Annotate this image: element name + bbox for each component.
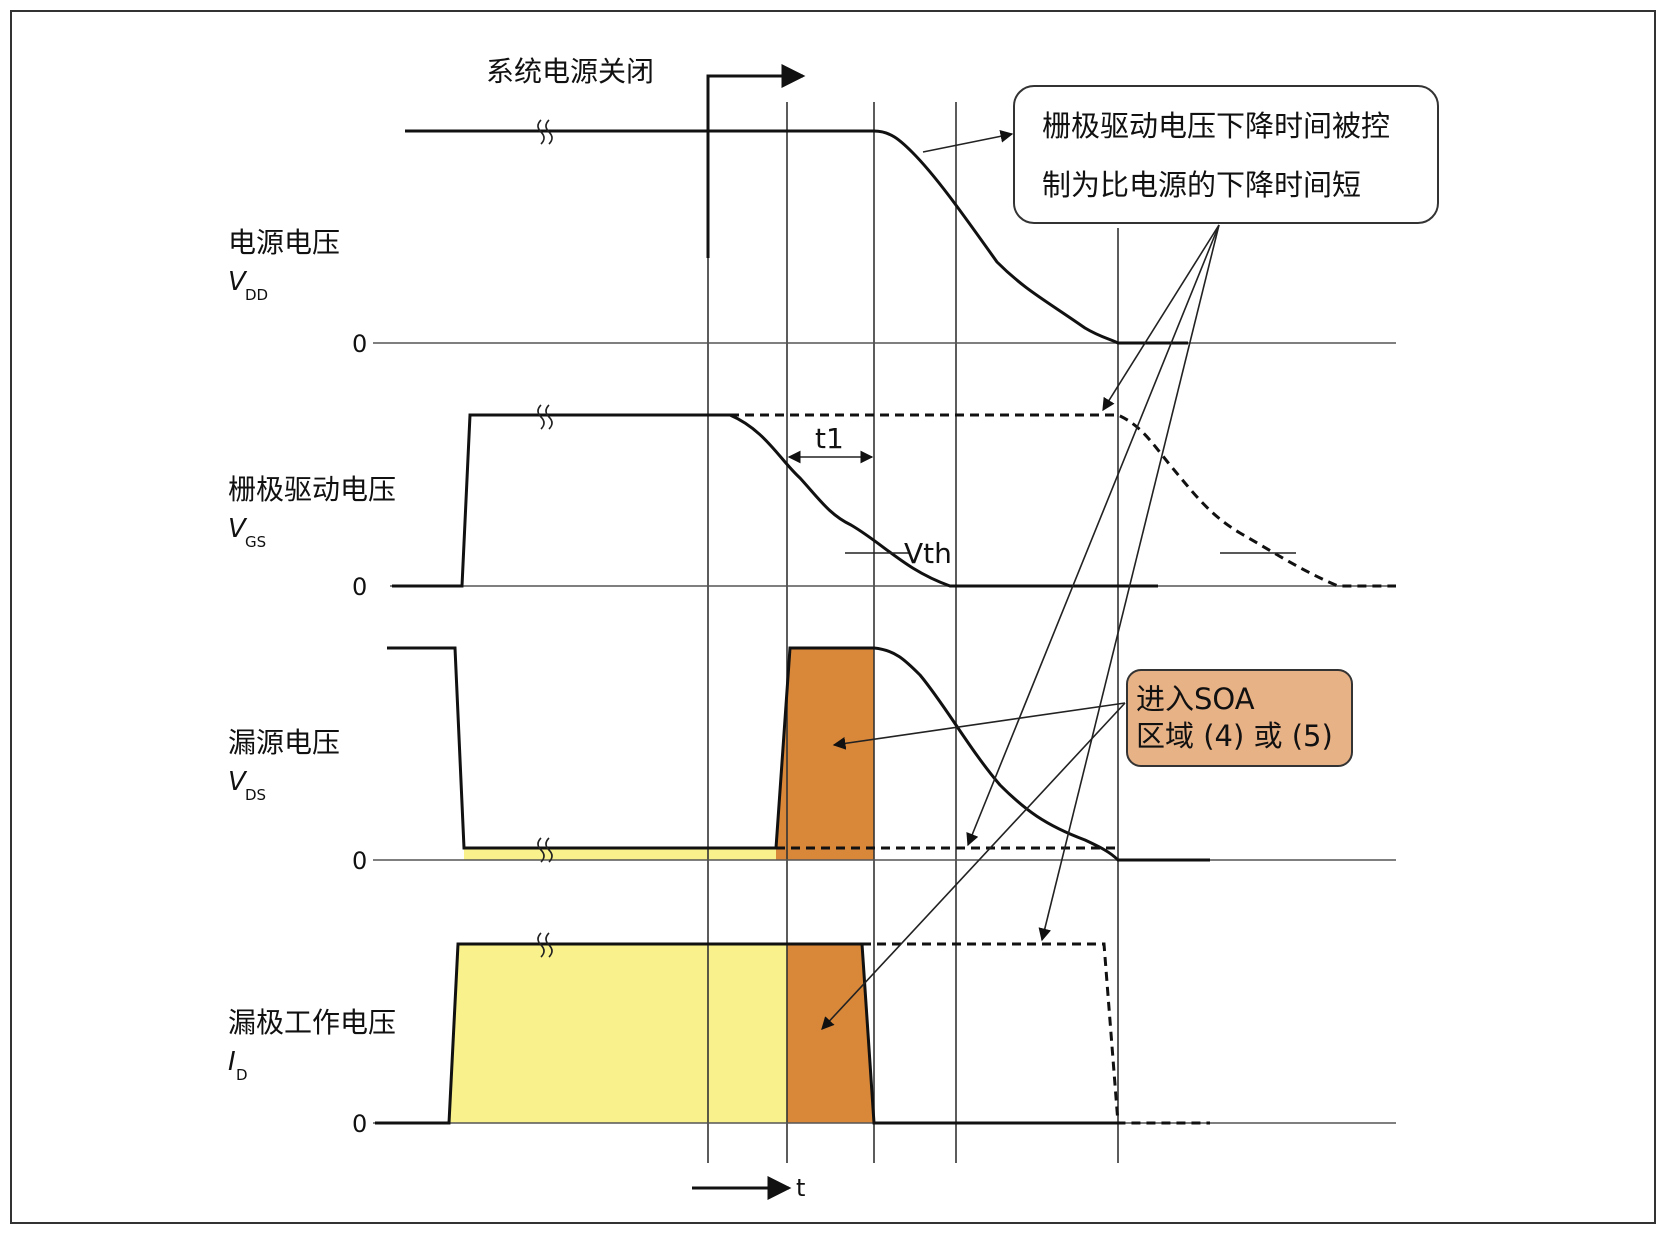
signal-symbol-vds: V	[228, 767, 248, 797]
zero-label-id: 0	[352, 1110, 367, 1138]
pointer-soa-vds	[832, 702, 1126, 750]
signal-name-vgs: 栅极驱动电压	[228, 473, 396, 506]
break-mark-vdd	[537, 119, 553, 145]
callout-gate-text-2: 制为比电源的下降时间短	[1042, 168, 1361, 202]
pointer-to-gate-callout	[922, 130, 1014, 153]
signal-symbol-vgs: V	[228, 514, 248, 544]
vds-waveform	[387, 646, 1210, 862]
pointer-vgs-dashed	[1102, 224, 1220, 412]
id-waveform	[375, 942, 1118, 1125]
power-off-label: 系统电源关闭	[486, 55, 654, 88]
callout-soa-box	[1126, 669, 1353, 767]
pointer-soa-id	[821, 702, 1126, 1030]
signal-symbol-vdd: V	[228, 267, 248, 297]
callout-gate-text-1: 栅极驱动电压下降时间被控	[1042, 109, 1390, 143]
callout-soa-text-2: 区域 (4) 或 (5)	[1136, 719, 1333, 753]
vgs-waveform	[392, 413, 1158, 588]
signal-subscript-vds: DS	[245, 786, 266, 804]
break-mark-id	[537, 932, 553, 958]
pointer-vds-dashed	[966, 224, 1220, 847]
break-mark-vds	[537, 837, 553, 863]
pointer-id-dashed	[1038, 224, 1220, 942]
signal-name-id: 漏极工作电压	[228, 1006, 396, 1039]
zero-label-vds: 0	[352, 847, 367, 875]
vdd-waveform	[405, 129, 1188, 345]
break-mark-vgs	[537, 404, 553, 430]
signal-subscript-id: D	[236, 1066, 248, 1084]
id-normal-region	[449, 944, 787, 1123]
vgs-dashed-waveform	[730, 413, 1396, 588]
signal-name-vdd: 电源电压	[228, 226, 340, 259]
power-off-arrow	[706, 64, 806, 258]
time-axis-label: t	[796, 1174, 805, 1202]
signal-subscript-vgs: GS	[245, 533, 266, 551]
signal-name-vds: 漏源电压	[228, 726, 340, 759]
signal-symbol-id: I	[228, 1047, 236, 1077]
vds-soa-region	[776, 648, 874, 860]
id-soa-region	[787, 944, 874, 1123]
zero-label-vgs: 0	[352, 573, 367, 601]
zero-label-vdd: 0	[352, 330, 367, 358]
diagram-frame	[10, 10, 1656, 1224]
vth-label: Vth	[904, 537, 952, 570]
t1-label: t1	[815, 422, 844, 455]
id-dashed-waveform	[862, 942, 1210, 1125]
callout-gate-box	[1013, 85, 1439, 224]
signal-subscript-vdd: DD	[245, 286, 268, 304]
callout-soa-text-1: 进入SOA	[1136, 682, 1255, 716]
vds-normal-region	[464, 848, 776, 860]
